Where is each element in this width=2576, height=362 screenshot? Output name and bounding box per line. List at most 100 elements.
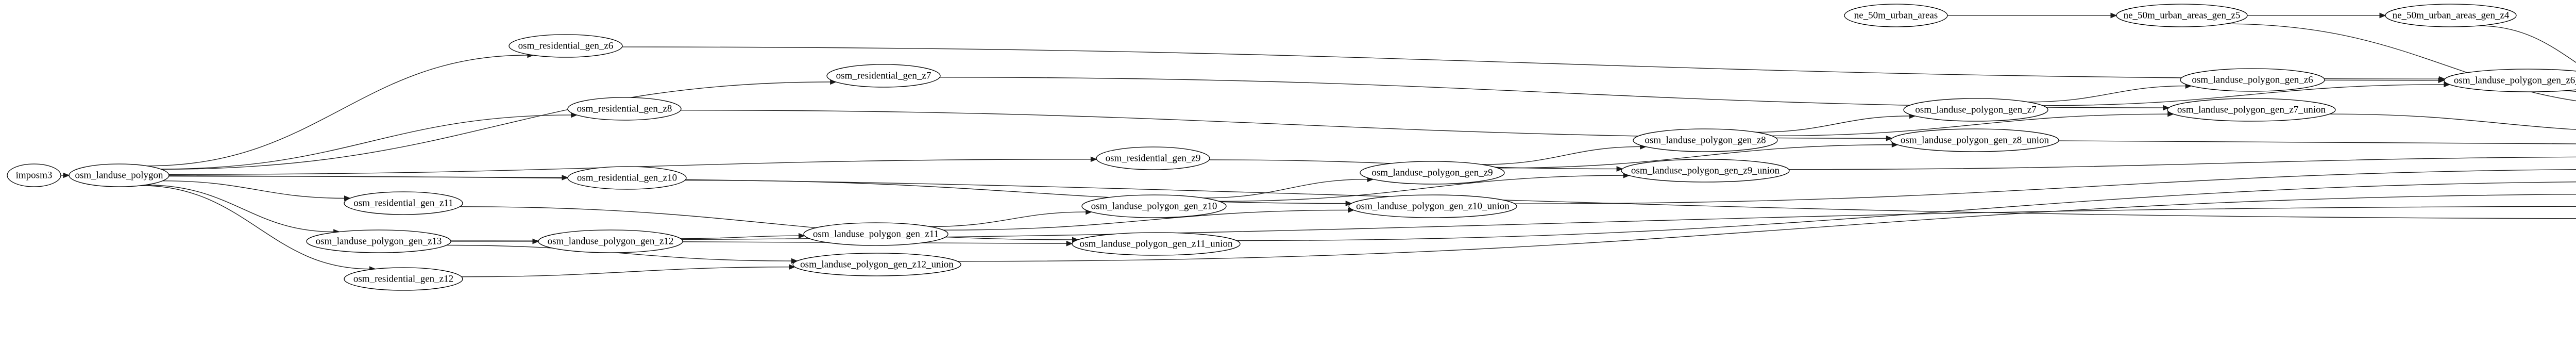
node-label-osm_residential_gen_z12: osm_residential_gen_z12 bbox=[353, 273, 453, 284]
node-shape-osm_residential_gen_z7[interactable] bbox=[826, 64, 941, 88]
edge-osm_landuse_polygon-to-osm_residential_gen_z7 bbox=[161, 81, 831, 170]
edge-arrowhead bbox=[798, 233, 805, 239]
edge-osm_landuse_polygon-to-osm_residential_gen_z8 bbox=[160, 114, 571, 170]
node-shape-osm_landuse_polygon_gen_z7[interactable] bbox=[1903, 98, 2048, 122]
node-label-osm_landuse_polygon_gen_z13: osm_landuse_polygon_gen_z13 bbox=[316, 236, 442, 246]
node-osm_landuse_polygon_gen_z12_union[interactable]: osm_landuse_polygon_gen_z12_union bbox=[792, 253, 961, 276]
node-shape-osm_residential_gen_z11[interactable] bbox=[344, 191, 463, 215]
node-label-osm_landuse_polygon_gen_z6_union: osm_landuse_polygon_gen_z6_union bbox=[2454, 75, 2576, 86]
edge-arrowhead bbox=[1616, 166, 1623, 172]
node-shape-osm_residential_gen_z8[interactable] bbox=[567, 97, 682, 121]
edge-arrowhead bbox=[789, 264, 796, 270]
edge-osm_landuse_polygon_gen_z13-to-osm_landuse_polygon_gen_z12_union bbox=[446, 244, 792, 261]
edge-osm_landuse_polygon-to-osm_residential_gen_z6 bbox=[147, 55, 528, 167]
edge-ne_50m_urban_areas_gen_z4-to-layer_landuse-z4 bbox=[2478, 25, 2576, 63]
node-osm_landuse_polygon_gen_z9_union[interactable]: osm_landuse_polygon_gen_z9_union bbox=[1621, 159, 1790, 183]
node-osm_landuse_polygon_gen_z6[interactable]: osm_landuse_polygon_gen_z6 bbox=[2180, 68, 2325, 92]
edge-osm_landuse_polygon_gen_z12-to-osm_landuse_polygon_gen_z11 bbox=[680, 235, 799, 239]
node-shape-osm_landuse_polygon_gen_z13[interactable] bbox=[306, 229, 451, 253]
node-shape-osm_landuse_polygon_gen_z8_union[interactable] bbox=[1890, 128, 2059, 152]
node-osm_landuse_polygon_gen_z11[interactable]: osm_landuse_polygon_gen_z11 bbox=[803, 222, 948, 246]
node-label-osm_landuse_polygon_gen_z8: osm_landuse_polygon_gen_z8 bbox=[1645, 135, 1766, 145]
node-label-osm_landuse_polygon_gen_z6: osm_landuse_polygon_gen_z6 bbox=[2192, 74, 2313, 85]
edge-osm_landuse_polygon_gen_z11-to-osm_landuse_polygon_gen_z10_union bbox=[943, 209, 1348, 231]
edge-arrowhead bbox=[1886, 135, 1893, 141]
node-ne_50m_urban_areas_gen_z4[interactable]: ne_50m_urban_areas_gen_z4 bbox=[2385, 4, 2517, 27]
node-label-osm_landuse_polygon_gen_z10_union: osm_landuse_polygon_gen_z10_union bbox=[1356, 201, 1510, 211]
edge-osm_landuse_polygon-to-osm_landuse_polygon_gen_z13 bbox=[145, 185, 334, 233]
node-osm_landuse_polygon_gen_z10[interactable]: osm_landuse_polygon_gen_z10 bbox=[1081, 194, 1227, 218]
node-osm_landuse_polygon_gen_z6_union[interactable]: osm_landuse_polygon_gen_z6_union bbox=[2444, 69, 2576, 92]
node-osm_landuse_polygon_gen_z12[interactable]: osm_landuse_polygon_gen_z12 bbox=[538, 229, 683, 253]
edge-arrowhead bbox=[1345, 201, 1352, 206]
edge-arrowhead bbox=[2379, 12, 2386, 19]
node-shape-ne_50m_urban_areas_gen_z4[interactable] bbox=[2385, 4, 2517, 27]
edge-osm_residential_gen_z6-to-osm_landuse_polygon_gen_z6_union bbox=[622, 46, 2439, 79]
node-ne_50m_urban_areas[interactable]: ne_50m_urban_areas bbox=[1844, 4, 1948, 27]
node-osm_landuse_polygon_gen_z8[interactable]: osm_landuse_polygon_gen_z8 bbox=[1633, 128, 1778, 152]
edge-arrowhead bbox=[532, 238, 539, 244]
node-label-osm_landuse_polygon_gen_z12: osm_landuse_polygon_gen_z12 bbox=[548, 236, 674, 246]
edge-osm_landuse_polygon_gen_z7_union-to-layer_landuse-z7 bbox=[2329, 113, 2576, 130]
node-osm_landuse_polygon_gen_z10_union[interactable]: osm_landuse_polygon_gen_z10_union bbox=[1348, 194, 1517, 218]
node-label-osm_residential_gen_z7: osm_residential_gen_z7 bbox=[836, 70, 931, 81]
node-shape-osm_landuse_polygon_gen_z7_union[interactable] bbox=[2167, 98, 2336, 122]
node-osm_landuse_polygon[interactable]: osm_landuse_polygon bbox=[69, 163, 170, 187]
node-osm_residential_gen_z10[interactable]: osm_residential_gen_z10 bbox=[567, 166, 687, 190]
node-label-osm_residential_gen_z6: osm_residential_gen_z6 bbox=[518, 40, 614, 51]
edge-osm_landuse_polygon_gen_z10_union-to-layer_landuse-z10 bbox=[1515, 169, 2576, 204]
node-osm_landuse_polygon_gen_z7[interactable]: osm_landuse_polygon_gen_z7 bbox=[1903, 98, 2048, 122]
node-shape-osm_landuse_polygon[interactable] bbox=[69, 163, 170, 187]
node-shape-osm_landuse_polygon_gen_z6[interactable] bbox=[2180, 68, 2325, 92]
node-label-osm_landuse_polygon_gen_z10: osm_landuse_polygon_gen_z10 bbox=[1091, 201, 1217, 211]
node-shape-osm_residential_gen_z9[interactable] bbox=[1096, 146, 1210, 170]
node-ne_50m_urban_areas_gen_z5[interactable]: ne_50m_urban_areas_gen_z5 bbox=[2116, 4, 2248, 27]
node-shape-osm_landuse_polygon_gen_z9[interactable] bbox=[1360, 161, 1505, 185]
node-shape-imposm3[interactable] bbox=[7, 163, 61, 187]
node-osm_residential_gen_z12[interactable]: osm_residential_gen_z12 bbox=[344, 267, 463, 291]
node-shape-osm_landuse_polygon_gen_z12_union[interactable] bbox=[792, 253, 961, 276]
node-label-osm_residential_gen_z11: osm_residential_gen_z11 bbox=[353, 198, 453, 208]
node-osm_landuse_polygon_gen_z8_union[interactable]: osm_landuse_polygon_gen_z8_union bbox=[1890, 128, 2059, 152]
node-osm_residential_gen_z8[interactable]: osm_residential_gen_z8 bbox=[567, 97, 682, 121]
edge-osm_residential_gen_z10-to-osm_landuse_polygon_gen_z10_union bbox=[685, 179, 1346, 204]
node-osm_residential_gen_z6[interactable]: osm_residential_gen_z6 bbox=[509, 34, 623, 58]
node-osm_residential_gen_z7[interactable]: osm_residential_gen_z7 bbox=[826, 64, 941, 88]
edge-osm_landuse_polygon_gen_z8-to-osm_landuse_polygon_gen_z7_union bbox=[1771, 113, 2168, 137]
edge-arrowhead bbox=[2438, 77, 2445, 84]
node-osm_residential_gen_z9[interactable]: osm_residential_gen_z9 bbox=[1096, 146, 1210, 170]
node-shape-osm_landuse_polygon_gen_z8[interactable] bbox=[1633, 128, 1778, 152]
node-label-ne_50m_urban_areas: ne_50m_urban_areas bbox=[1854, 10, 1938, 21]
node-osm_landuse_polygon_gen_z7_union[interactable]: osm_landuse_polygon_gen_z7_union bbox=[2167, 98, 2336, 122]
edge-osm_landuse_polygon_gen_z11_union-to-layer_landuse-z11 bbox=[1236, 182, 2576, 241]
node-shape-osm_landuse_polygon_gen_z11[interactable] bbox=[803, 222, 948, 246]
edge-osm_landuse_polygon_gen_z7-to-osm_landuse_polygon_gen_z6_union bbox=[2042, 84, 2444, 106]
node-shape-ne_50m_urban_areas_gen_z5[interactable] bbox=[2116, 4, 2248, 27]
edge-osm_residential_gen_z12-to-osm_landuse_polygon_gen_z12_union bbox=[461, 267, 789, 277]
node-shape-osm_residential_gen_z6[interactable] bbox=[509, 34, 623, 58]
node-label-osm_landuse_polygon_gen_z11: osm_landuse_polygon_gen_z11 bbox=[813, 228, 939, 239]
node-shape-osm_landuse_polygon_gen_z11_union[interactable] bbox=[1072, 232, 1241, 256]
node-shape-osm_landuse_polygon_gen_z9_union[interactable] bbox=[1621, 159, 1790, 183]
edge-osm_landuse_polygon_gen_z9_union-to-layer_landuse-z9 bbox=[1789, 156, 2576, 170]
node-osm_residential_gen_z11[interactable]: osm_residential_gen_z11 bbox=[344, 191, 463, 215]
node-osm_landuse_polygon_gen_z9[interactable]: osm_landuse_polygon_gen_z9 bbox=[1360, 161, 1505, 185]
edge-osm_landuse_polygon_gen_z9-to-osm_landuse_polygon_gen_z8 bbox=[1482, 146, 1640, 165]
node-osm_landuse_polygon_gen_z11_union[interactable]: osm_landuse_polygon_gen_z11_union bbox=[1072, 232, 1241, 256]
node-shape-osm_residential_gen_z10[interactable] bbox=[567, 166, 687, 190]
nodes-layer: imposm3 osm_landuse_polygon osm_residentia… bbox=[7, 4, 2576, 291]
edge-osm_residential_gen_z11-to-osm_landuse_polygon_gen_z11_union bbox=[460, 206, 1073, 240]
node-shape-osm_landuse_polygon_gen_z6_union[interactable] bbox=[2444, 69, 2576, 92]
node-shape-osm_residential_gen_z12[interactable] bbox=[344, 267, 463, 291]
node-shape-osm_landuse_polygon_gen_z10[interactable] bbox=[1081, 194, 1227, 218]
node-shape-osm_landuse_polygon_gen_z10_union[interactable] bbox=[1348, 194, 1517, 218]
node-label-osm_landuse_polygon_gen_z8_union: osm_landuse_polygon_gen_z8_union bbox=[1901, 135, 2049, 145]
edge-osm_landuse_polygon_gen_z9-to-osm_landuse_polygon_gen_z8_union bbox=[1498, 144, 1892, 169]
node-label-osm_residential_gen_z9: osm_residential_gen_z9 bbox=[1106, 153, 1201, 163]
node-osm_landuse_polygon_gen_z13[interactable]: osm_landuse_polygon_gen_z13 bbox=[306, 229, 451, 253]
node-shape-ne_50m_urban_areas[interactable] bbox=[1844, 4, 1948, 27]
node-shape-osm_landuse_polygon_gen_z12[interactable] bbox=[538, 229, 683, 253]
node-label-osm_residential_gen_z10: osm_residential_gen_z10 bbox=[577, 172, 677, 183]
node-label-osm_residential_gen_z8: osm_residential_gen_z8 bbox=[577, 103, 672, 114]
node-imposm3[interactable]: imposm3 bbox=[7, 163, 61, 187]
